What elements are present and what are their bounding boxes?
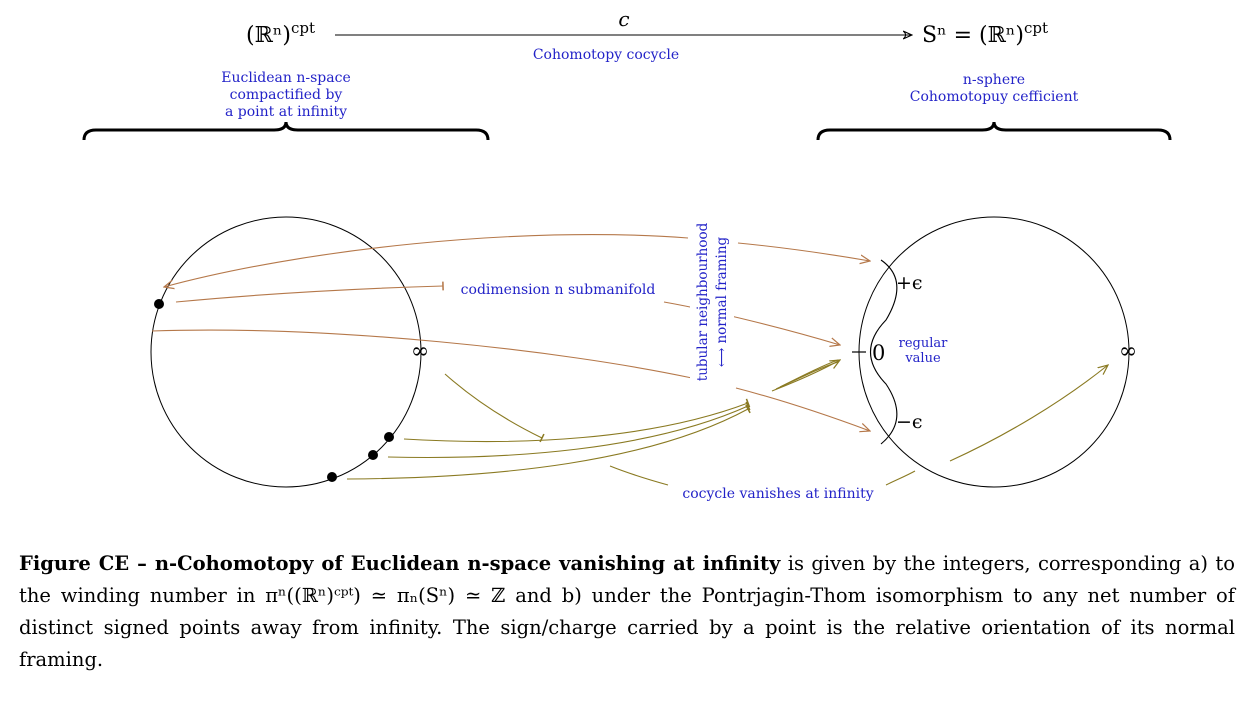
vanish-arrow-point-3 bbox=[346, 404, 751, 480]
regular-value-line-1: regular bbox=[899, 336, 949, 351]
left-annotation-line-3: a point at infinity bbox=[225, 104, 347, 120]
vanish-arrow-point-2 bbox=[387, 401, 751, 459]
minus-epsilon-label: −ϵ bbox=[896, 411, 923, 433]
submanifold-arrow bbox=[175, 281, 444, 303]
right-space-label: Sⁿ = (ℝⁿ)cpt bbox=[922, 19, 1048, 48]
vanish-arrow-infinity bbox=[444, 373, 545, 443]
point-bottom-2 bbox=[368, 450, 378, 460]
vanishes-label: cocycle vanishes at infinity bbox=[682, 486, 873, 502]
vanish-arrow-zero-3 bbox=[779, 359, 839, 388]
right-circle bbox=[858, 216, 1130, 488]
left-annotation-line-1: Euclidean n-space bbox=[221, 70, 350, 86]
left-circle bbox=[150, 216, 422, 488]
framing-arrow-lower bbox=[151, 329, 693, 379]
caption-title: Figure CE – n-Cohomotopy of Euclidean n-… bbox=[19, 552, 781, 575]
regular-value-line-2: value bbox=[904, 351, 941, 366]
left-space-label: (ℝⁿ)cpt bbox=[246, 19, 315, 48]
figure-caption: Figure CE – n-Cohomotopy of Euclidean n-… bbox=[19, 548, 1235, 676]
cocycle-label: c bbox=[618, 7, 629, 31]
cocycle-sublabel: Cohomotopy cocycle bbox=[533, 47, 679, 63]
left-brace bbox=[82, 121, 490, 141]
cohomotopy-diagram: (ℝⁿ)cpt c Cohomotopy cocycle Sⁿ = (ℝⁿ)cp… bbox=[82, 7, 1172, 502]
right-infinity-label: ∞ bbox=[1119, 339, 1137, 364]
framing-arrow-upper bbox=[164, 233, 689, 287]
vanish-label-right-stroke bbox=[885, 470, 916, 486]
plus-epsilon-label: +ϵ bbox=[896, 272, 923, 294]
vanish-label-left-stroke bbox=[609, 465, 669, 486]
left-infinity-label: ∞ bbox=[411, 339, 429, 364]
neighbourhood-arc bbox=[870, 259, 898, 445]
caption-body: is given by the integers, corresponding … bbox=[19, 552, 1235, 671]
vanish-arrow-sphere-infinity bbox=[949, 365, 1108, 462]
submanifold-arrow-right bbox=[663, 301, 840, 345]
point-bottom-3 bbox=[327, 472, 337, 482]
normal-framing-label: ⟷ normal framing bbox=[714, 236, 730, 367]
right-annotation-line-1: n-sphere bbox=[963, 72, 1025, 88]
point-bottom-1 bbox=[384, 432, 394, 442]
submanifold-label: codimension n submanifold bbox=[461, 282, 656, 298]
zero-label: 0 bbox=[872, 341, 885, 365]
left-annotation-line-2: compactified by bbox=[230, 87, 343, 103]
point-top bbox=[154, 299, 164, 309]
framing-arrow-lower-right bbox=[735, 387, 870, 431]
tubular-label: tubular neighbourhood bbox=[695, 222, 711, 381]
right-brace bbox=[816, 121, 1172, 141]
framing-arrow-upper-right bbox=[737, 242, 870, 261]
vanish-arrow-point-1 bbox=[403, 398, 751, 443]
right-annotation-line-2: Cohomotopuy cefficient bbox=[910, 89, 1079, 105]
